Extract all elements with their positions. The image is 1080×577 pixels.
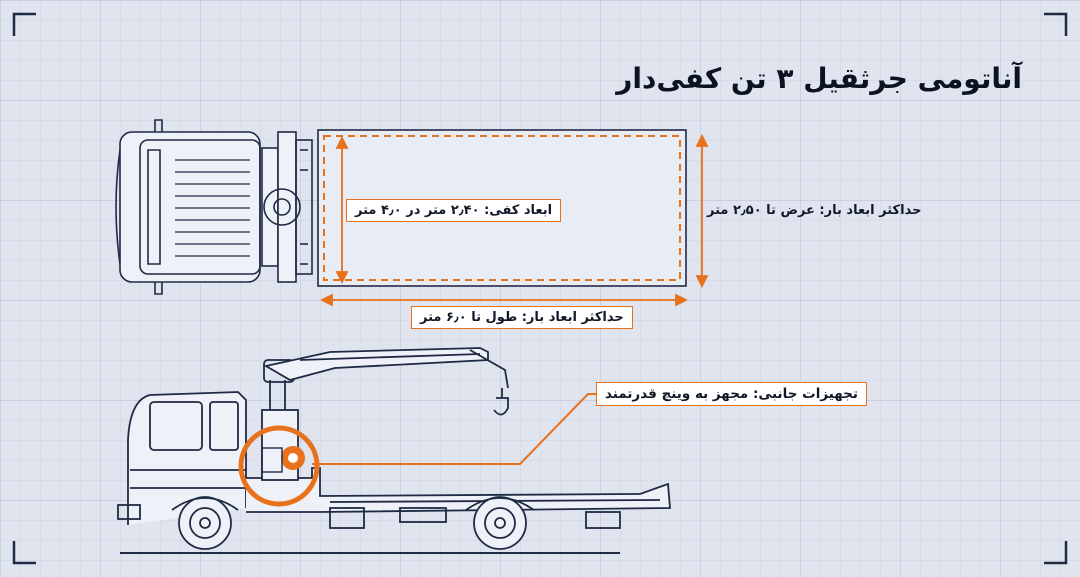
bed-dimensions-label: ابعاد کفی: ۲٫۴۰ متر در ۴٫۰ متر <box>346 199 562 222</box>
winch-highlight <box>238 425 320 507</box>
load-area-dashed <box>323 135 681 281</box>
max-length-label: حداکثر ابعاد بار: طول تا ۶٫۰ متر <box>411 306 633 329</box>
truck-side-view <box>117 347 671 554</box>
leader-line <box>312 393 596 465</box>
cab-side <box>127 391 247 525</box>
cab-top <box>119 131 261 283</box>
max-width-label: حداکثر ابعاد بار: عرض تا ۲٫۵۰ متر <box>707 203 922 218</box>
front-wheel <box>178 496 232 550</box>
corner-brackets <box>12 12 1068 565</box>
page-title: آناتومی جرثقیل ۳ تن کفی‌دار <box>616 62 1022 95</box>
dimension-arrows <box>319 133 709 307</box>
side-equipment-label: تجهیزات جانبی: مجهز به وینچ قدرتمند <box>596 382 867 406</box>
rear-wheel <box>473 496 527 550</box>
